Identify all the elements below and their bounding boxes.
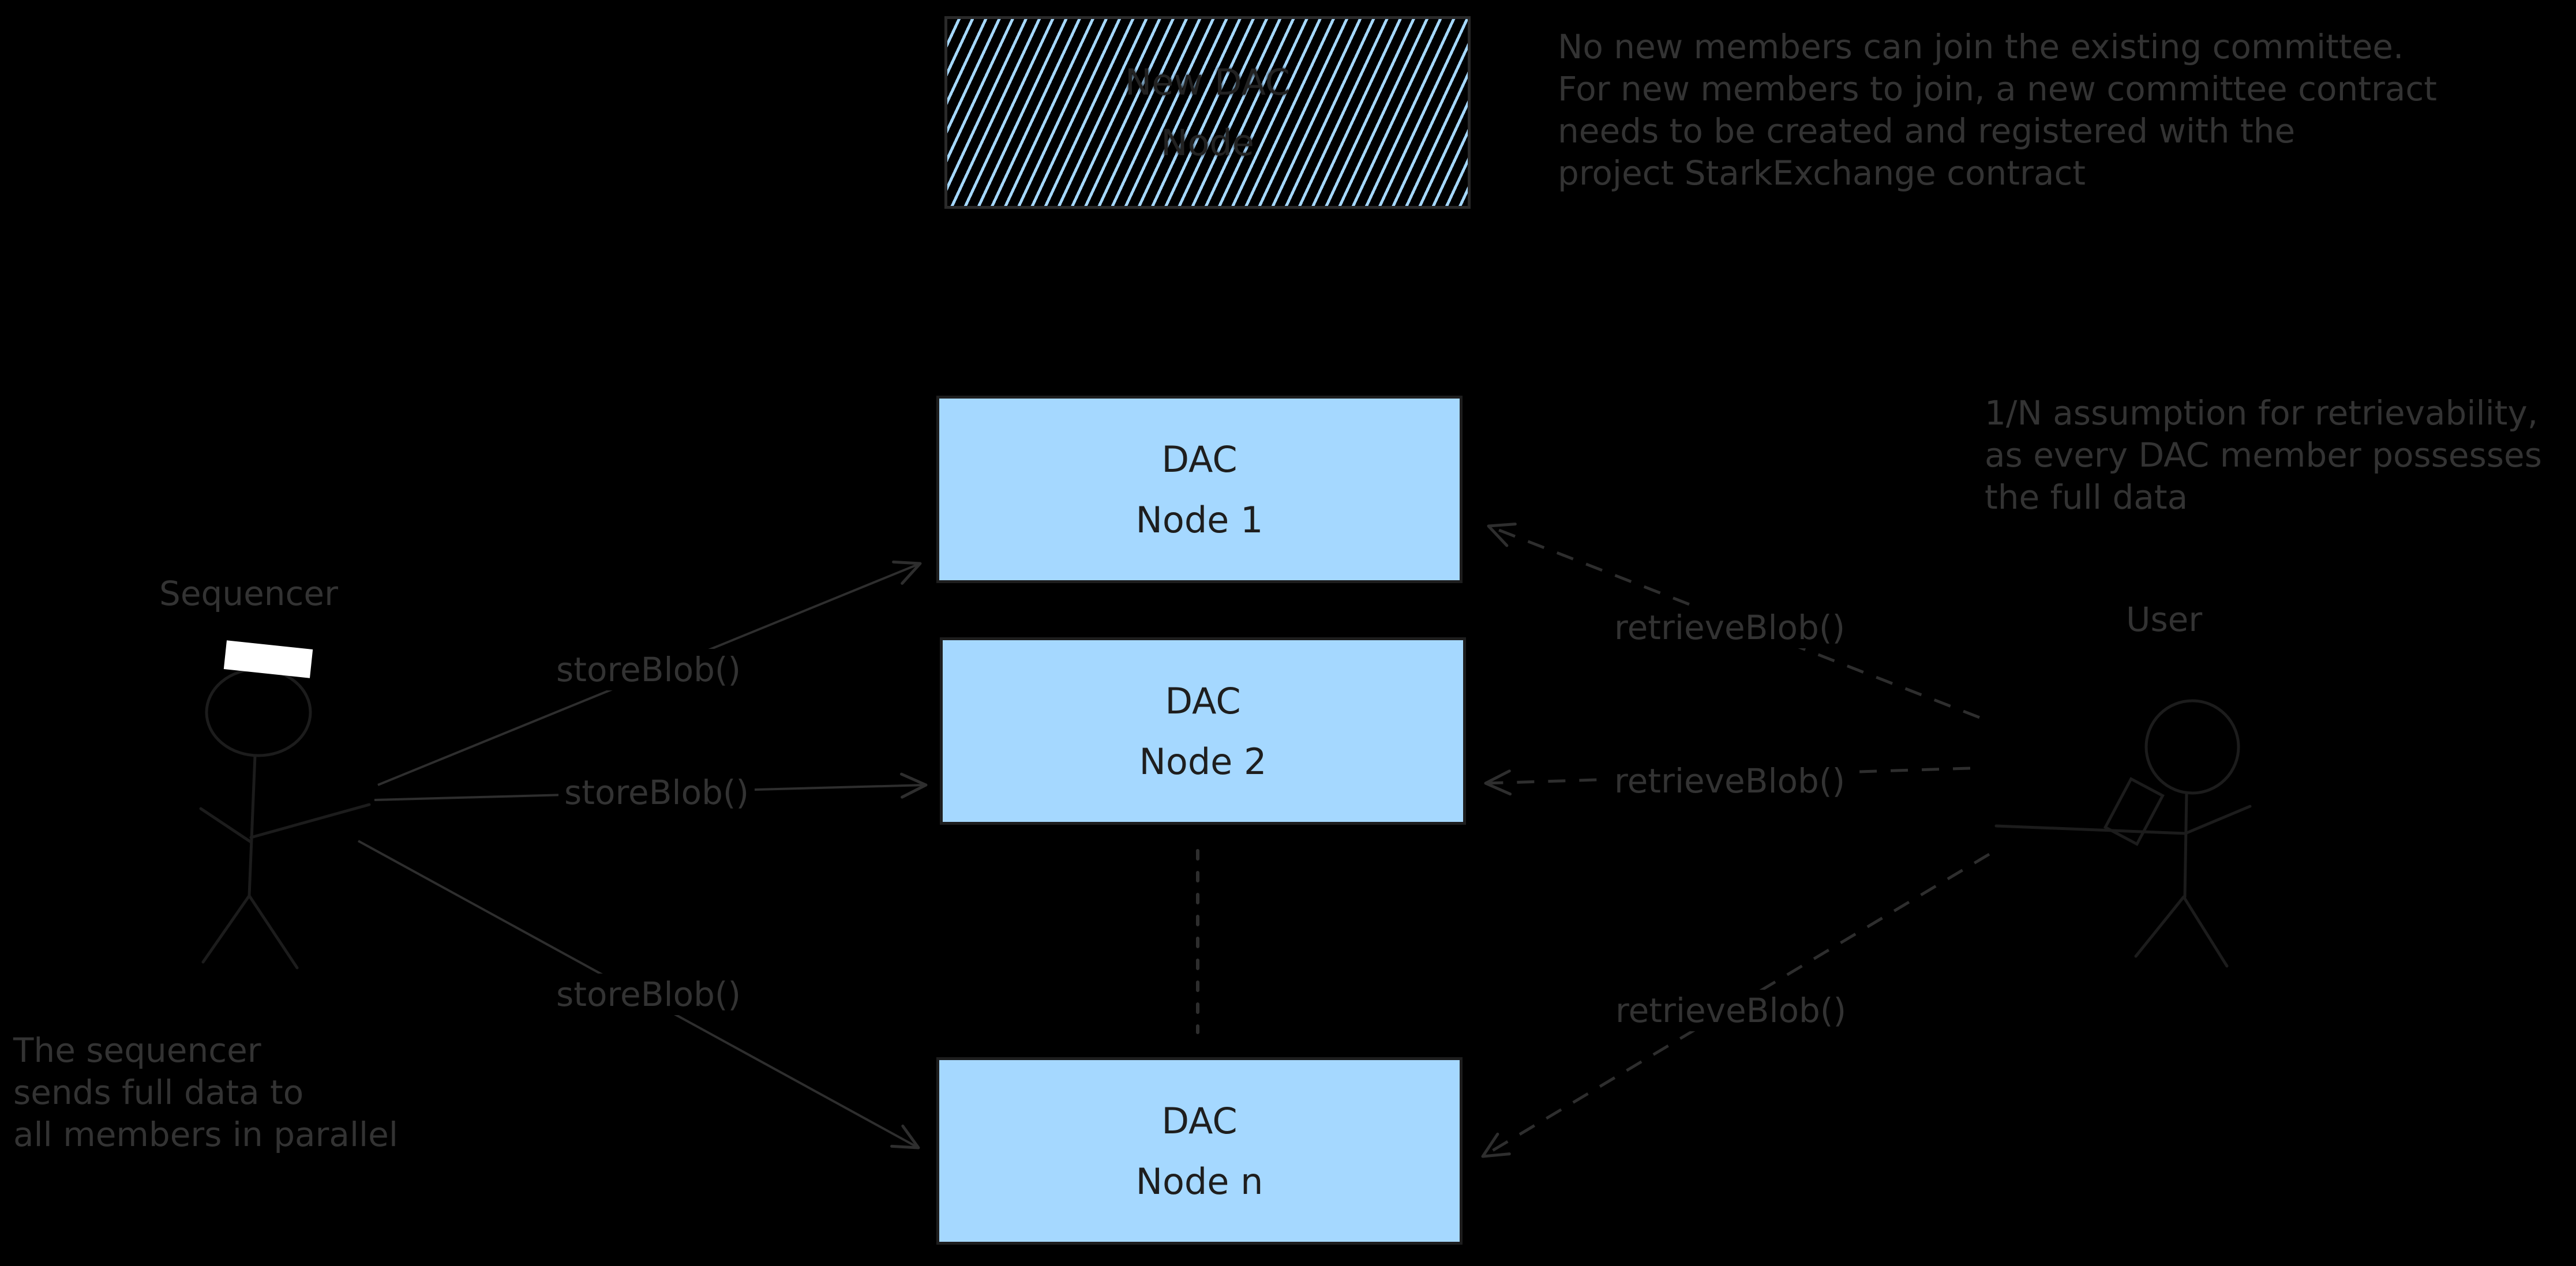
new-dac-node-label-line1: New DAC <box>1124 61 1291 103</box>
committee-note-line2: For new members to join, a new committee… <box>1558 69 2438 108</box>
dac-node-1-label-line2: Node 1 <box>1135 498 1263 541</box>
new-dac-node-label-line2: Node <box>1161 122 1254 164</box>
sequencer-note-line1: The sequencer <box>13 1031 261 1070</box>
store-blob-label-2: storeBlob() <box>558 772 755 813</box>
dac-node-2-label-line1: DAC <box>1165 679 1241 722</box>
committee-note-line1: No new members can join the existing com… <box>1558 27 2404 66</box>
sequencer-label: Sequencer <box>159 574 338 613</box>
committee-note-line4: project StarkExchange contract <box>1558 153 2086 193</box>
retrievability-note-line1: 1/N assumption for retrievability, <box>1985 393 2538 433</box>
store-blob-label-3: storeBlob() <box>550 974 747 1015</box>
user-person-icon <box>1994 699 2252 968</box>
dac-node-1-label-line1: DAC <box>1161 438 1238 480</box>
dac-node-2-box: DAC Node 2 <box>940 637 1466 825</box>
retrievability-note-line3: the full data <box>1985 478 2188 517</box>
new-dac-node-box: New DAC Node <box>944 16 1471 209</box>
retrieve-blob-label-3: retrieveBlob() <box>1610 990 1853 1031</box>
dac-node-n-label-line1: DAC <box>1161 1099 1238 1142</box>
retrievability-note: 1/N assumption for retrievability, as ev… <box>1985 392 2542 519</box>
store-blob-label-1: storeBlob() <box>550 649 747 690</box>
sequencer-note: The sequencer sends full data to all mem… <box>13 1030 398 1156</box>
user-label: User <box>2126 600 2203 639</box>
retrievability-note-line2: as every DAC member possesses <box>1985 435 2542 475</box>
dac-node-n-label-line2: Node n <box>1135 1160 1263 1203</box>
retrieve-blob-label-2: retrieveBlob() <box>1608 760 1851 802</box>
dac-node-1-box: DAC Node 1 <box>936 396 1463 583</box>
sequencer-note-line2: sends full data to <box>13 1073 304 1112</box>
dac-node-2-label-line2: Node 2 <box>1139 740 1267 783</box>
sequencer-hat <box>223 640 313 678</box>
retrieve-blob-label-1: retrieveBlob() <box>1608 607 1851 648</box>
sequencer-person-icon <box>199 667 371 970</box>
committee-note-line3: needs to be created and registered with … <box>1558 111 2296 151</box>
sequencer-note-line3: all members in parallel <box>13 1115 398 1154</box>
committee-note: No new members can join the existing com… <box>1558 26 2437 194</box>
dac-node-n-box: DAC Node n <box>936 1057 1463 1245</box>
